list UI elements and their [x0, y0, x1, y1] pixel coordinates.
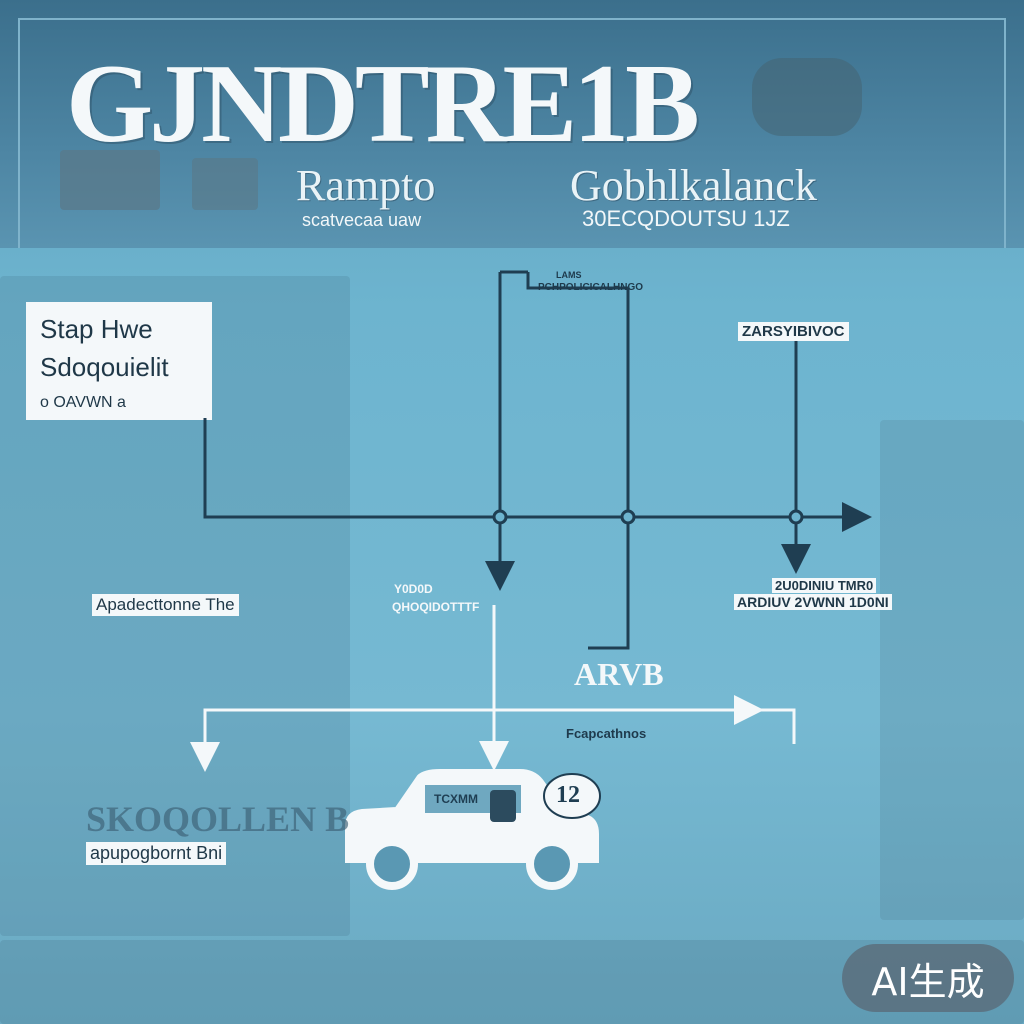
junction-node-2 — [620, 509, 636, 525]
arrow-caption: Fcapcathnos — [566, 726, 647, 741]
left-mid-label: Apadecttonne The — [92, 594, 239, 616]
background-panel-right — [880, 420, 1024, 920]
info-box-line2: Sdoqouielit — [40, 352, 169, 382]
car-sign-label: TCXMM — [434, 792, 478, 806]
printer-icon — [60, 150, 160, 210]
top-center-tiny-label: LAMS — [556, 270, 582, 280]
connector-infobox-to-bus — [203, 418, 872, 532]
bubble-label: 12 — [556, 782, 580, 808]
subtitle-left: Rampto — [296, 161, 436, 210]
connector-center-drop — [588, 288, 630, 650]
bottom-left-faded-label: SKOQOLLEN B — [86, 799, 350, 839]
car-icon — [345, 769, 599, 890]
speech-bubble — [543, 773, 601, 819]
white-connector-lines — [190, 605, 796, 772]
subtitle-right: Gobhlkalanck — [570, 161, 817, 210]
page-title: GJNDTRE1B — [66, 42, 700, 166]
white-arrow-right-hook — [758, 708, 796, 744]
header-frame — [18, 18, 1006, 248]
info-box-line1: Stap Hwe — [40, 314, 153, 344]
junction-node-3 — [788, 509, 804, 525]
right-mid-label-line1: 2U0DINIU TMR0 — [772, 578, 877, 593]
subtitle-right-small: 30ECQDOUTSU 1JZ — [582, 206, 790, 231]
white-arrow-horizontal — [203, 695, 764, 768]
laptop-icon — [192, 158, 258, 210]
right-mid-label-line2: ARDIUV 2VWNN 1D0NI — [734, 594, 892, 610]
center-label: ARVB — [574, 656, 664, 692]
center-left-label-line2: QHOQIDOTTTF — [392, 600, 480, 614]
info-box-line3: o OAVWN a — [40, 394, 126, 411]
dark-connector-lines — [203, 270, 872, 650]
bottom-left-label: apupogbornt Bni — [86, 842, 227, 865]
right-top-label: ZARSYIBIVOC — [738, 322, 849, 341]
junction-nodes — [492, 509, 804, 525]
junction-node-1 — [492, 509, 508, 525]
subtitle-left-small: scatvecaa uaw — [302, 210, 422, 230]
info-box: Stap Hwe Sdoqouielit o OAVWN a — [26, 302, 212, 420]
device-icon — [752, 58, 862, 136]
ai-generated-badge: AI生成 — [842, 944, 1014, 1012]
top-center-label: PCHPOLICICALHNGO — [538, 282, 643, 293]
center-left-label-line1: Y0D0D — [394, 582, 433, 596]
connector-top-bracket — [500, 270, 628, 290]
car-passenger-icon — [490, 790, 516, 822]
